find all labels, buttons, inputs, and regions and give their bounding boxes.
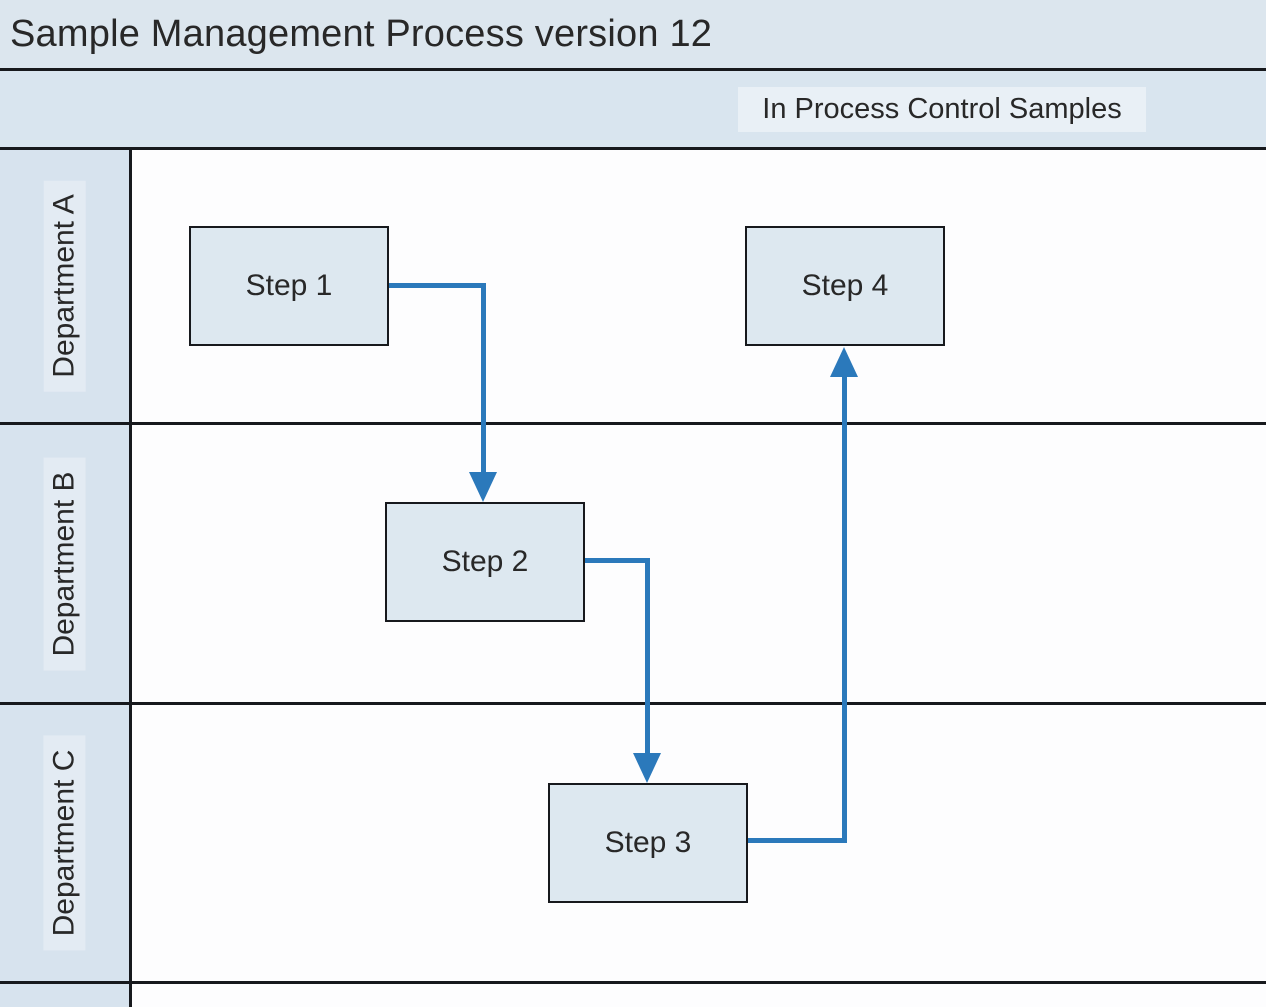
connector-step1-step2-vertical [481, 283, 486, 472]
connector-step3-step4-horizontal [746, 838, 847, 843]
lane-divider-b-c [0, 702, 1266, 705]
step-1-label: Step 1 [245, 269, 333, 302]
lane-label-column [0, 150, 129, 1007]
connector-step2-step3-vertical [645, 558, 650, 753]
lane-divider-a-b [0, 422, 1266, 425]
title-divider-line [0, 68, 1266, 71]
lane-department-a: Department A [0, 150, 129, 422]
arrowhead-into-step4-icon [830, 347, 858, 377]
step-3-label: Step 3 [604, 826, 692, 859]
step-4-box: Step 4 [745, 226, 945, 346]
arrowhead-into-step2-icon [469, 472, 497, 502]
lane-divider-vertical [129, 150, 132, 1007]
phase-header-label: In Process Control Samples [738, 86, 1146, 132]
header-divider-line [0, 147, 1266, 150]
connector-step1-step2-horizontal [387, 283, 484, 288]
connector-step3-step4-vertical [842, 377, 847, 843]
lane-label-department-b: Department B [43, 456, 86, 671]
lane-department-b: Department B [0, 425, 129, 702]
phase-header: In Process Control Samples [642, 71, 1242, 147]
lane-label-department-a: Department A [43, 180, 86, 392]
step-1-box: Step 1 [189, 226, 389, 346]
step-3-box: Step 3 [548, 783, 748, 903]
step-4-label: Step 4 [801, 269, 889, 302]
arrowhead-into-step3-icon [633, 753, 661, 783]
step-2-label: Step 2 [441, 545, 529, 578]
page-title: Sample Management Process version 12 [10, 12, 713, 55]
lane-department-c: Department C [0, 705, 129, 981]
lane-label-department-c: Department C [43, 735, 86, 951]
lane-divider-c-d [0, 981, 1266, 984]
title-bar: Sample Management Process version 12 [0, 0, 1266, 68]
phase-header-band: In Process Control Samples [0, 71, 1266, 147]
connector-step2-step3-horizontal [583, 558, 650, 563]
step-2-box: Step 2 [385, 502, 585, 622]
